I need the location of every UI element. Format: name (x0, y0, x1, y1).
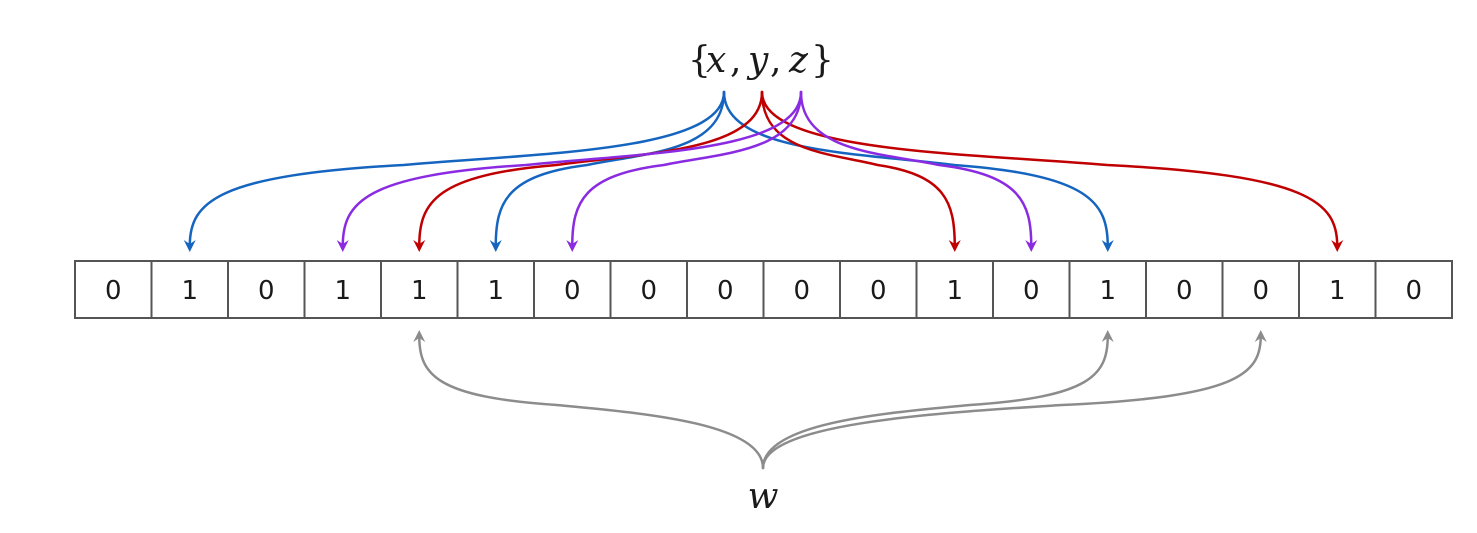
bit-cell-box (609, 260, 688, 319)
bit-cell: 1 (456, 260, 535, 319)
arrowhead-z (1025, 240, 1038, 252)
bit-value: 0 (870, 276, 887, 306)
hash-arrow-y (760, 90, 1339, 248)
set-element-z: z (788, 40, 809, 81)
set-separator: , (770, 40, 781, 81)
hash-arrow-x (722, 90, 1109, 248)
bit-cell-box (1298, 260, 1377, 319)
bit-value: 1 (946, 276, 963, 306)
hash-arrow-z (799, 90, 1033, 248)
set-close-brace: } (811, 40, 834, 81)
bit-cell-box (1221, 260, 1300, 319)
arrowhead-y (948, 240, 961, 252)
bit-value: 1 (181, 276, 198, 306)
bit-value: 1 (1099, 276, 1116, 306)
bit-cell: 0 (227, 260, 306, 319)
bit-value: 1 (334, 276, 351, 306)
arrowhead-x (183, 240, 196, 252)
bit-cell: 1 (303, 260, 382, 319)
hash-arrow-z (341, 90, 803, 248)
bit-value: 0 (1405, 276, 1422, 306)
set-element-y: y (746, 40, 769, 81)
hash-arrow-w (418, 334, 765, 470)
arrowhead-y (413, 240, 426, 252)
set-separator: , (730, 40, 741, 81)
bit-cell-box (686, 260, 765, 319)
bit-value: 0 (1176, 276, 1193, 306)
bit-value: 0 (640, 276, 657, 306)
bit-cell: 1 (380, 260, 459, 319)
bit-value: 0 (105, 276, 122, 306)
arrowhead-w (413, 330, 426, 342)
bit-cell: 1 (1298, 260, 1377, 319)
bit-value: 0 (1252, 276, 1269, 306)
bit-value: 1 (1329, 276, 1346, 306)
arrowhead-w (1254, 330, 1267, 342)
hash-arrow-y (418, 90, 764, 248)
arrowhead-y (1331, 240, 1344, 252)
set-open-brace: { (688, 40, 711, 81)
bit-value: 0 (258, 276, 275, 306)
bit-cell: 0 (74, 260, 153, 319)
arrowhead-x (489, 240, 502, 252)
bit-value: 0 (793, 276, 810, 306)
bit-cell: 0 (686, 260, 765, 319)
query-label: w (748, 476, 779, 517)
arrowhead-w (1101, 330, 1114, 342)
bit-cell-box (456, 260, 535, 319)
bit-array: 0 1 0 1 1 1 0 0 0 0 0 1 0 1 0 0 1 0 (74, 260, 1453, 319)
bit-cell: 0 (1374, 260, 1453, 319)
bit-cell: 1 (915, 260, 994, 319)
bit-cell-box (380, 260, 459, 319)
bit-cell: 0 (839, 260, 918, 319)
bit-value: 0 (717, 276, 734, 306)
bit-cell: 0 (762, 260, 841, 319)
bit-cell-box (1374, 260, 1453, 319)
hash-arrow-x (494, 90, 726, 248)
set-label: { x , y , z } (688, 40, 834, 81)
bit-cell: 0 (992, 260, 1071, 319)
bit-cell: 1 (1068, 260, 1147, 319)
bit-cell-box (533, 260, 612, 319)
hash-arrow-x (188, 90, 726, 248)
bit-value: 1 (487, 276, 504, 306)
hash-arrow-w (761, 334, 1109, 470)
bit-cell-box (992, 260, 1071, 319)
bit-value: 0 (1023, 276, 1040, 306)
bit-value: 0 (564, 276, 581, 306)
hash-arrow-z (571, 90, 803, 248)
arrowhead-z (566, 240, 579, 252)
arrowhead-x (1101, 240, 1114, 252)
bit-cell: 1 (150, 260, 229, 319)
set-element-x: x (706, 40, 726, 81)
bit-value: 1 (411, 276, 428, 306)
bit-cell: 0 (1145, 260, 1224, 319)
hash-arrow-w (761, 334, 1262, 470)
arrowhead-z (336, 240, 349, 252)
bit-cell: 0 (533, 260, 612, 319)
hash-arrows (183, 90, 1344, 470)
hash-arrow-y (760, 90, 956, 248)
bit-cell-box (74, 260, 153, 319)
bit-cell-box (1068, 260, 1147, 319)
bit-cell: 0 (609, 260, 688, 319)
bit-cell: 0 (1221, 260, 1300, 319)
